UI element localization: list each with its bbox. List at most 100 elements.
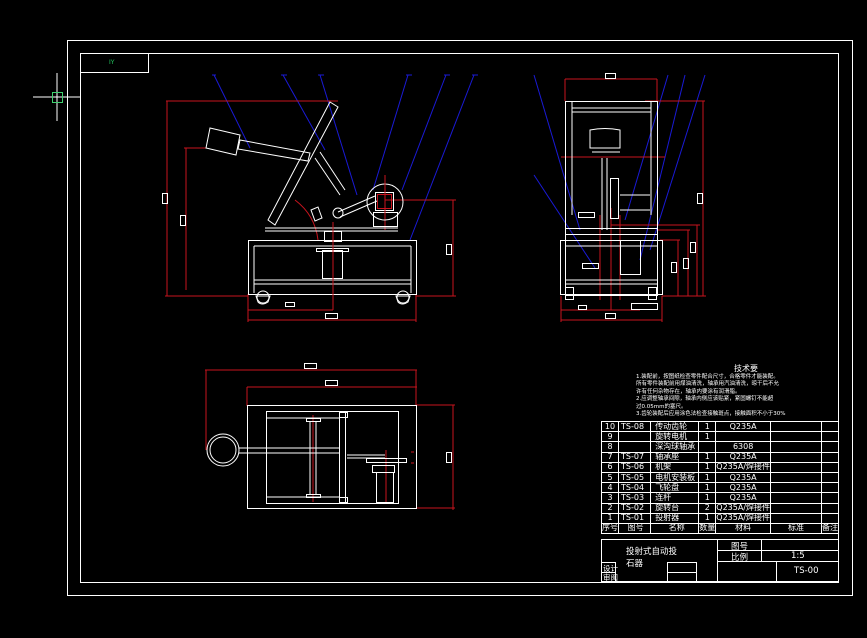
bom-code	[617, 431, 652, 443]
bom-standard	[770, 461, 822, 473]
bom-header-material: 材料	[715, 522, 771, 535]
bom-name: 轴承座	[650, 451, 700, 463]
bom-qty: 1	[698, 451, 717, 463]
bom-material: Q235A	[715, 471, 771, 484]
bom-qty: 1	[698, 420, 717, 433]
bom-qty: 1	[698, 461, 717, 473]
bom-remark	[820, 461, 840, 473]
bom-name: 深沟球轴承	[650, 441, 700, 453]
table-row: 4 TS-04 飞轮盘 1 Q235A	[601, 482, 840, 494]
bom-material: Q235A/焊接件	[715, 512, 771, 524]
tech-line: 1.装配前，按图纸检查零件配合尺寸，合格零件才能装配。	[636, 374, 779, 380]
table-row: 5 TS-05 电机安装板 1 Q235A	[601, 471, 840, 484]
bom-name: 电机安装板	[650, 471, 700, 484]
bom-seq: 3	[601, 492, 619, 504]
bom-remark	[820, 441, 840, 453]
bom-standard	[770, 420, 822, 433]
bom-material: Q235A	[715, 451, 771, 463]
bom-seq: 10	[601, 420, 619, 433]
tech-line: 3.齿轮装配后应用涂色法检查接触斑点，接触面积不小于30%	[636, 411, 786, 418]
bom-code: TS-06	[617, 461, 652, 473]
bom-name: 机架	[650, 461, 700, 473]
bom-standard	[770, 492, 822, 504]
table-row: 6 TS-06 机架 1 Q235A/焊接件	[601, 461, 840, 473]
scale-label: 比例	[731, 553, 749, 563]
bom-qty	[698, 441, 717, 453]
side-view	[162, 74, 478, 322]
bom-seq: 2	[601, 502, 619, 514]
bom-code: TS-07	[617, 451, 652, 463]
bom-code: TS-04	[617, 482, 652, 494]
bom-qty: 1	[698, 471, 717, 484]
bom-code: TS-01	[617, 512, 652, 524]
bom-header-row: 序号 图号 名称 数量 材料 标准 备注	[601, 522, 840, 535]
end-view	[533, 73, 706, 322]
title-block: 投射式自动投 石器 设计 审阅 图号 比例 1:5 TS-00	[601, 539, 839, 582]
bom-seq: 8	[601, 441, 619, 453]
technical-requirements: 技术要 1.装配前，按图纸检查零件配合尺寸，合格零件才能装配。 所有零件装配前用…	[636, 364, 836, 418]
bom-code	[617, 441, 652, 453]
bom-remark	[820, 431, 840, 443]
tech-line: 过0.05mm的塞尺。	[636, 403, 687, 410]
bom-qty: 1	[698, 492, 717, 504]
tech-line: 2.应调整轴承间隙，轴承内侧应该贴紧，紧固螺钉不能超	[636, 396, 774, 403]
designer-label: 设计	[603, 564, 618, 573]
bom-seq: 6	[601, 461, 619, 473]
drawing-code: TS-00	[794, 566, 819, 576]
bom-table: 10 TS-08 传动齿轮 1 Q235A 9 旋转电机 1 8 深沟球轴承 6…	[601, 420, 840, 535]
bom-remark	[820, 512, 840, 524]
bom-remark	[820, 482, 840, 494]
technical-requirements-heading: 技术要	[734, 364, 758, 373]
drawing-no-label: 图号	[731, 542, 749, 552]
table-row: 3 TS-03 连杆 1 Q235A	[601, 492, 840, 504]
signature-cell	[667, 572, 697, 582]
bom-standard	[770, 471, 822, 484]
bom-qty: 1	[698, 482, 717, 494]
bom-name: 旋转电机	[650, 431, 700, 443]
bom-code: TS-03	[617, 492, 652, 504]
bom-header-standard: 标准	[770, 522, 822, 535]
bom-remark	[820, 502, 840, 514]
bom-header-seq: 序号	[601, 522, 619, 535]
tag-label: IY	[109, 59, 115, 66]
bom-name: 投射器	[650, 512, 700, 524]
bom-seq: 5	[601, 471, 619, 484]
bom-material: Q235A	[715, 492, 771, 504]
tech-line: 许有任何杂物存在，轴承内要涂有润滑脂。	[636, 388, 741, 395]
bom-name: 飞轮盘	[650, 482, 700, 494]
bom-standard	[770, 451, 822, 463]
tech-line: 所有零件装配前用煤油清洗，轴承用汽油清洗，晾干后不允	[636, 381, 780, 388]
inner-frame	[80, 53, 839, 583]
table-row: 10 TS-08 传动齿轮 1 Q235A	[601, 420, 840, 433]
bom-remark	[820, 451, 840, 463]
reviewer-cell	[601, 572, 616, 582]
bom-header-qty: 数量	[698, 522, 717, 535]
bom-standard	[770, 482, 822, 494]
bom-material: Q235A/焊接件	[715, 502, 771, 514]
table-row: 7 TS-07 轴承座 1 Q235A	[601, 451, 840, 463]
bom-remark	[820, 492, 840, 504]
table-row: 1 TS-01 投射器 1 Q235A/焊接件	[601, 512, 840, 524]
bom-standard	[770, 431, 822, 443]
bom-standard	[770, 441, 822, 453]
bom-name: 旋转台	[650, 502, 700, 514]
table-row: 9 旋转电机 1	[601, 431, 840, 443]
bom-standard	[770, 502, 822, 514]
bom-header-remark: 备注	[820, 522, 840, 535]
bom-standard	[770, 512, 822, 524]
top-view	[205, 363, 455, 510]
bom-name: 传动齿轮	[650, 420, 700, 433]
crosshair-cursor[interactable]	[33, 73, 80, 121]
bom-qty: 1	[698, 512, 717, 524]
drawing-title-line1: 投射式自动投	[626, 547, 678, 557]
bom-header-name: 名称	[650, 522, 700, 535]
table-row: 2 TS-02 旋转台 2 Q235A/焊接件	[601, 502, 840, 514]
reviewer-label: 审阅	[603, 573, 618, 582]
bom-qty: 1	[698, 431, 717, 443]
bom-code: TS-02	[617, 502, 652, 514]
bom-remark	[820, 420, 840, 433]
scale-value: 1:5	[791, 551, 805, 561]
drawing-title-line2: 石器	[626, 559, 644, 569]
bom-header-code: 图号	[617, 522, 652, 535]
